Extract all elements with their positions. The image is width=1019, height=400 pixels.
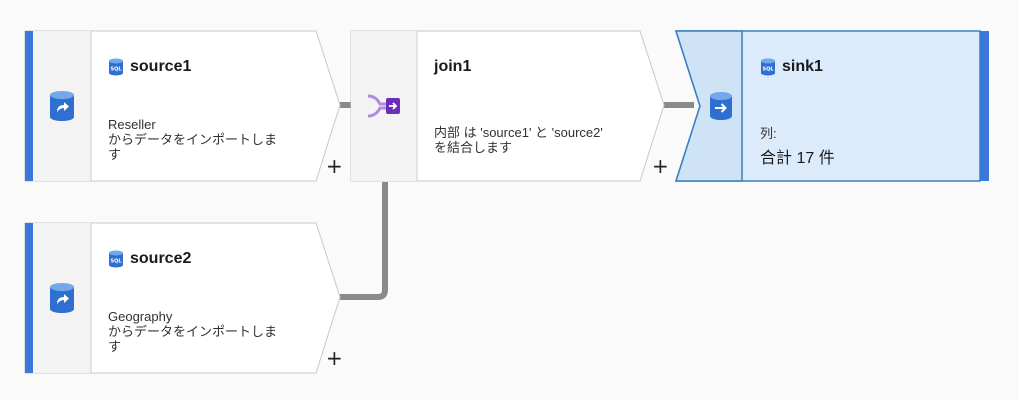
source1-title: source1 xyxy=(130,58,192,75)
source2-description-line: Geography xyxy=(108,309,173,324)
source1-description-line: からデータをインポートしま xyxy=(108,132,278,147)
source1-node[interactable]: SQL source1 Reseller からデータをインポートしま す + xyxy=(24,30,344,182)
source2-add-button[interactable]: + xyxy=(326,346,343,370)
sql-database-icon: SQL xyxy=(761,58,775,76)
source1-description: Reseller からデータをインポートしま す xyxy=(108,117,318,162)
sink1-node-shape xyxy=(674,30,989,182)
sql-database-icon: SQL xyxy=(109,250,123,268)
source2-description-line: す xyxy=(108,339,122,354)
source2-title-row: SQL source2 xyxy=(108,250,191,268)
sql-database-icon: SQL xyxy=(109,58,123,76)
join-transform-icon xyxy=(350,30,417,182)
source1-description-line: Reseller xyxy=(108,117,156,132)
source2-node[interactable]: SQL source2 Geography からデータをインポートしま す + xyxy=(24,222,344,374)
source1-add-button[interactable]: + xyxy=(326,154,343,178)
join1-title: join1 xyxy=(434,58,472,75)
join1-description: 内部 は 'source1' と 'source2' を結合します xyxy=(434,125,644,155)
sink1-title-row: SQL sink1 xyxy=(760,58,823,76)
join1-description-line: 内部 は 'source1' と 'source2' xyxy=(434,125,603,140)
sink1-node[interactable]: SQL sink1 列: 合計 17 件 xyxy=(674,30,992,182)
source-database-icon xyxy=(33,222,91,374)
source1-node-shape xyxy=(24,30,341,182)
join1-node[interactable]: join1 内部 は 'source1' と 'source2' を結合します … xyxy=(350,30,670,182)
sink-database-icon xyxy=(700,30,742,182)
join1-add-button[interactable]: + xyxy=(652,154,669,178)
connector-source2-join1 xyxy=(340,182,388,300)
join1-title-row: join1 xyxy=(434,58,471,76)
svg-text:SQL: SQL xyxy=(110,259,122,265)
sink1-columns-label: 列: xyxy=(760,126,777,141)
source-database-icon xyxy=(33,30,91,182)
source2-title: source2 xyxy=(130,250,192,267)
join1-description-line: を結合します xyxy=(434,140,513,155)
source1-description-line: す xyxy=(108,147,122,162)
source2-description: Geography からデータをインポートしま す xyxy=(108,309,318,354)
source1-title-row: SQL source1 xyxy=(108,58,191,76)
sink1-columns-value: 合計 17 件 xyxy=(760,150,835,167)
join1-node-shape xyxy=(350,30,665,182)
svg-text:SQL: SQL xyxy=(110,67,122,73)
sink1-title: sink1 xyxy=(782,58,823,75)
svg-text:SQL: SQL xyxy=(762,67,774,73)
source2-node-shape xyxy=(24,222,341,374)
source2-description-line: からデータをインポートしま xyxy=(108,324,278,339)
